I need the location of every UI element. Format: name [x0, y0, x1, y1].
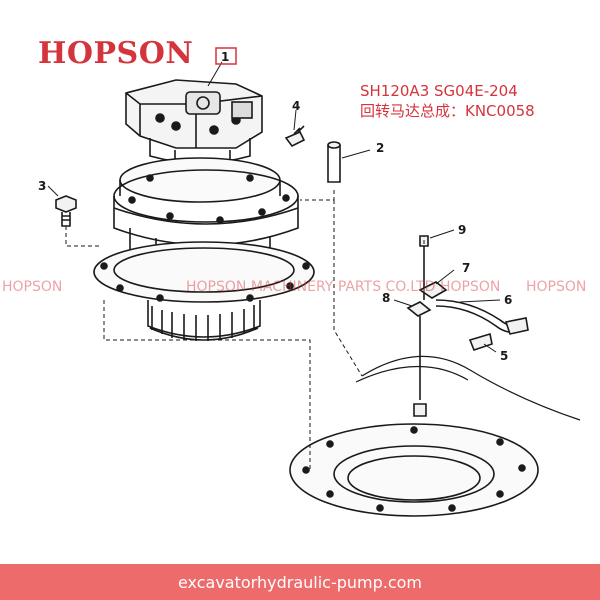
callout-2: 2 [376, 141, 384, 155]
assembly-guide-lines [65, 190, 425, 470]
model-title: SH120A3 SG04E-204 [360, 82, 518, 100]
footer-url: excavatorhydraulic-pump.com [177, 572, 423, 592]
mounting-bolt [55, 195, 77, 227]
callout-8: 8 [382, 291, 390, 305]
callout-1: 1 [221, 50, 229, 64]
slewing-ring [289, 423, 539, 517]
assembly-title: 回转马达总成：KNC0058 [360, 102, 535, 120]
hydraulic-motor-head [125, 79, 263, 167]
mounting-flange [93, 241, 315, 303]
swing-motor-exploded-diagram: 1 2 3 4 5 6 7 8 9 [38, 47, 581, 517]
callout-5: 5 [500, 349, 508, 363]
callout-7: 7 [462, 261, 470, 275]
pinion-gear [147, 300, 261, 341]
footer-banner: excavatorhydraulic-pump.com [0, 564, 600, 600]
callout-1-highlight-box [215, 47, 237, 65]
drain-hose-assembly [406, 235, 529, 417]
brand-logo: HOPSON [38, 36, 194, 71]
callout-6: 6 [504, 293, 512, 307]
dowel-pin [327, 141, 341, 183]
callout-3: 3 [38, 179, 46, 193]
callout-leaders [47, 61, 501, 353]
callout-9: 9 [458, 223, 466, 237]
callout-4: 4 [292, 99, 300, 113]
hose-fitting [284, 125, 306, 148]
